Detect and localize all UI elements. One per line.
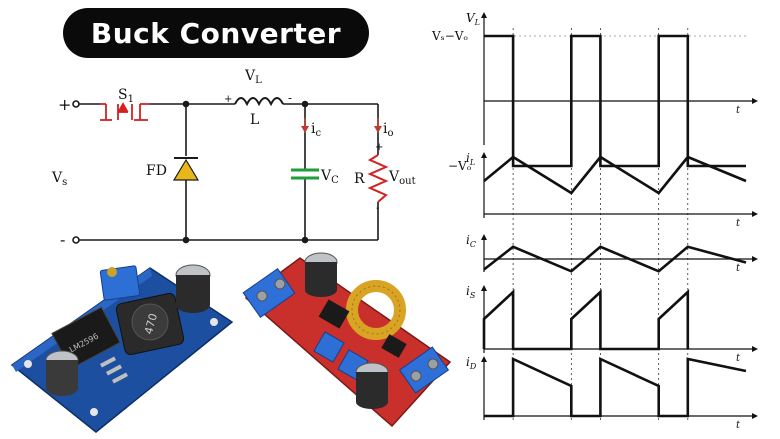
mount-hole bbox=[24, 360, 32, 368]
waveform-t-label: t bbox=[736, 218, 741, 229]
terminal-plus bbox=[72, 100, 80, 108]
label-r-minus: - bbox=[376, 203, 379, 214]
label-ind-plus: + bbox=[224, 94, 232, 105]
waveform-t-label: t bbox=[736, 105, 741, 116]
axis-y-arrow bbox=[481, 234, 487, 240]
label-ind-minus: - bbox=[288, 91, 292, 105]
capacitor-c bbox=[291, 168, 319, 180]
label-r-plus: + bbox=[375, 142, 383, 153]
mount-hole bbox=[90, 408, 98, 416]
axis-y-arrow bbox=[481, 12, 487, 18]
label-minus: - bbox=[60, 230, 65, 249]
waveform-axis-label: iS bbox=[466, 284, 476, 300]
ic-chip bbox=[318, 299, 350, 329]
junction-dot bbox=[301, 100, 309, 108]
diode-fd bbox=[172, 157, 200, 181]
waveform-axis-label: iL bbox=[466, 151, 475, 167]
page-title: Buck Converter bbox=[90, 16, 342, 50]
waveform-line bbox=[483, 155, 747, 195]
label-vout: Vout bbox=[388, 169, 416, 187]
label-io: io bbox=[383, 121, 394, 139]
axis-y-arrow bbox=[481, 152, 487, 158]
circuit-diagram bbox=[72, 97, 389, 244]
axis-y-arrow bbox=[481, 285, 487, 291]
axis-x-arrow bbox=[752, 346, 758, 352]
switch-s1 bbox=[100, 102, 150, 121]
waveform-line bbox=[484, 34, 746, 168]
resistor-r bbox=[367, 154, 389, 203]
trimmer-screw bbox=[107, 267, 117, 277]
circuit-labels: + - S1 VL + - L ic io Vs FD VC R Vout + … bbox=[51, 68, 416, 249]
axis-x-arrow bbox=[752, 256, 758, 262]
axis-x-arrow bbox=[752, 211, 758, 217]
junction-dot bbox=[182, 100, 190, 108]
waveform-t-label: t bbox=[736, 353, 741, 364]
label-diode: FD bbox=[146, 163, 167, 179]
axis-x-arrow bbox=[752, 98, 758, 104]
waveform-axis-label: VL bbox=[466, 11, 480, 27]
waveform-t-label: t bbox=[736, 263, 741, 274]
title-banner: Buck Converter bbox=[63, 8, 369, 58]
current-arrow-io bbox=[374, 118, 382, 133]
label-inductor: L bbox=[250, 112, 259, 128]
terminal-minus bbox=[72, 236, 80, 244]
trimmer-pot bbox=[313, 331, 345, 363]
inductor-marking: 470 bbox=[142, 312, 160, 336]
junction-dot bbox=[301, 236, 309, 244]
label-vl: VL bbox=[244, 68, 262, 86]
waveform-axis-label: iD bbox=[466, 355, 477, 371]
inductor-l bbox=[234, 97, 284, 107]
junction-dot bbox=[182, 236, 190, 244]
terminal-block-right bbox=[398, 346, 450, 394]
inductor-core bbox=[131, 303, 169, 341]
label-plus: + bbox=[58, 95, 71, 114]
label-ic: ic bbox=[311, 121, 321, 139]
axis-y-arrow bbox=[481, 356, 487, 362]
waveform-axis-label: iC bbox=[466, 233, 476, 249]
ic-chip bbox=[381, 334, 407, 358]
waveform-line bbox=[482, 289, 690, 351]
label-vc: VC bbox=[320, 168, 339, 186]
label-resistor: R bbox=[354, 171, 365, 187]
current-arrow-ic bbox=[301, 118, 309, 133]
waveform-line bbox=[484, 356, 747, 418]
axis-x-arrow bbox=[752, 413, 758, 419]
waveform-t-label: t bbox=[736, 420, 741, 431]
label-switch: S1 bbox=[118, 87, 134, 105]
module-board-red bbox=[242, 252, 452, 428]
module-board-lm2596: 470 LM2596 bbox=[10, 264, 234, 433]
chip-pins bbox=[99, 356, 129, 384]
mount-hole bbox=[210, 318, 218, 326]
waveform-line bbox=[483, 245, 747, 273]
level-label-bottom: −Vₒ bbox=[448, 159, 472, 173]
trimmer-pot bbox=[99, 265, 141, 301]
label-vs: Vs bbox=[51, 170, 67, 188]
level-label-top: Vₛ−Vₒ bbox=[431, 29, 468, 43]
